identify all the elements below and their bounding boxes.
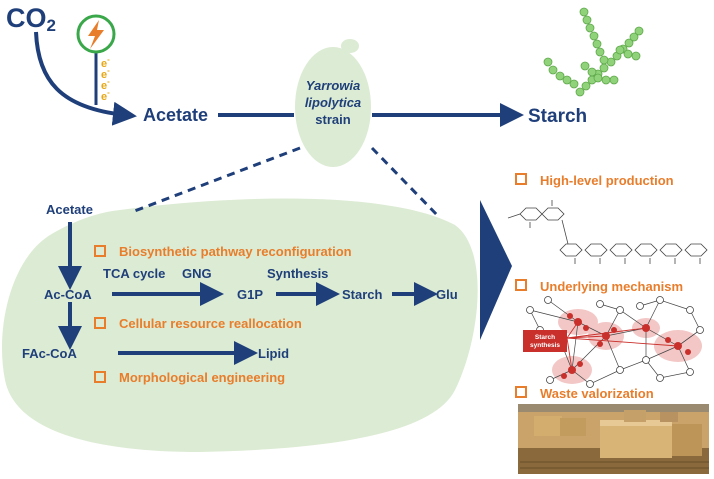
glu-label: Glu (436, 287, 458, 302)
zoom-line-right (370, 146, 442, 220)
yeast-cell (295, 47, 371, 167)
strategy-text-2: Cellular resource reallocation (119, 316, 302, 331)
co2-to-acetate-arrow (34, 31, 137, 126)
facoa-label: FAc-CoA (22, 346, 78, 361)
outcome-pointer-triangle (480, 200, 512, 340)
cell-background (2, 198, 478, 452)
network-label-line1: Starch (535, 334, 555, 341)
outcome-text-1: High-level production (540, 173, 674, 188)
gng-label: GNG (182, 266, 212, 281)
outcome-checkbox-1 (515, 173, 527, 185)
straw-field-photo (518, 404, 709, 474)
strategy-text-1: Biosynthetic pathway reconfiguration (119, 244, 352, 259)
outcome-text-2: Underlying mechanism (540, 279, 683, 294)
strategy-checkbox-1 (94, 245, 106, 257)
strain-name-line1: Yarrowia (306, 78, 360, 93)
network-graph-icon: Starch synthesis (523, 296, 704, 388)
g1p-label: G1P (237, 287, 263, 302)
strategy-text-3: Morphological engineering (119, 370, 285, 385)
acetate-top-label: Acetate (143, 105, 208, 125)
strategy-checkbox-3 (94, 371, 106, 383)
network-label-box (523, 330, 567, 352)
starch-chain-icon (543, 7, 644, 97)
strategy-checkbox-2 (94, 317, 106, 329)
lightning-icon (88, 20, 104, 49)
yeast-bud (341, 39, 359, 53)
outcome-checkbox-3 (515, 386, 527, 398)
electron-label-3: e- (101, 77, 110, 92)
outcome-text-3: Waste valorization (540, 386, 654, 401)
electron-label-4: e- (101, 88, 110, 103)
network-label-line2: synthesis (530, 342, 560, 349)
zoom-line-left (131, 146, 301, 214)
strain-name-line3: strain (315, 112, 350, 127)
electron-label-2: e- (101, 66, 110, 81)
accoa-label: Ac-CoA (44, 287, 92, 302)
strain-name-line2: lipolytica (305, 95, 361, 110)
tca-cycle-label: TCA cycle (103, 266, 165, 281)
outcome-checkbox-2 (515, 279, 527, 291)
synthesis-label: Synthesis (267, 266, 328, 281)
electron-label-1: e- (101, 55, 110, 70)
starch-pathway-label: Starch (342, 287, 383, 302)
lipid-label: Lipid (258, 346, 289, 361)
co2-label: CO2 (6, 3, 56, 35)
starch-structure-icon (507, 200, 708, 264)
starch-top-label: Starch (528, 106, 587, 127)
acetate-pathway-label: Acetate (46, 202, 93, 217)
